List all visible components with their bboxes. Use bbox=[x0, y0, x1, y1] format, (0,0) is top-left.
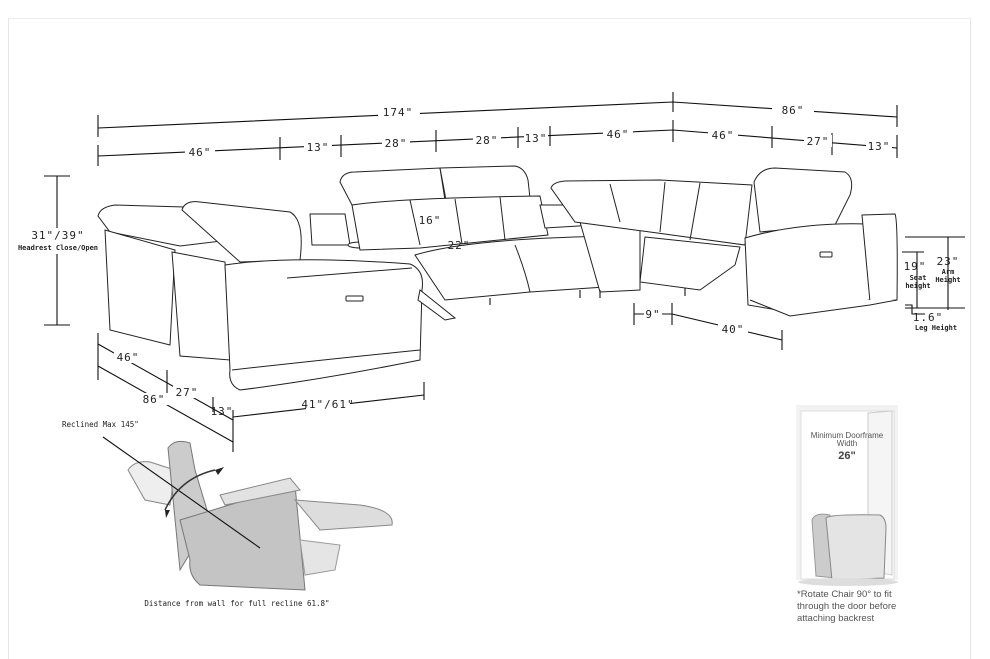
sectional-sofa-drawing bbox=[97, 165, 898, 391]
dim-leg-height: 1.6" bbox=[913, 311, 944, 324]
doorframe-caption: attaching backrest bbox=[797, 613, 874, 624]
dim-headrest: 31"/39" bbox=[31, 229, 84, 242]
dim-overall-174: 174" bbox=[383, 106, 414, 119]
dim-segment: 28" bbox=[476, 134, 499, 147]
arm-height-label: Height bbox=[935, 276, 960, 284]
recline-distance-label: Distance from wall for full recline 61.8… bbox=[144, 599, 329, 608]
dim-gap: 9" bbox=[645, 308, 660, 321]
dim-segment: 13" bbox=[525, 132, 548, 145]
image-frame bbox=[8, 18, 971, 659]
dim-depth: 40" bbox=[722, 323, 745, 336]
doorframe-illustration bbox=[796, 405, 898, 586]
dim-segment: 46" bbox=[607, 128, 630, 141]
dim-left: 27" bbox=[176, 386, 199, 399]
seat-height-label: Seat bbox=[910, 274, 927, 282]
doorframe-title: Width bbox=[837, 439, 857, 448]
dim-segment: 13" bbox=[868, 140, 891, 153]
arm-height-label: Arm bbox=[942, 268, 955, 276]
sectional-dimension-diagram: 174" 86" 46" 13" 28" 28" 13" 46" 46" 27"… bbox=[18, 92, 965, 624]
recline-max-label: Reclined Max 145" bbox=[62, 420, 139, 429]
doorframe-caption: *Rotate Chair 90° to fit bbox=[797, 589, 892, 600]
dim-segment: 28" bbox=[385, 137, 408, 150]
dim-seat-width: 22" bbox=[448, 239, 471, 252]
dim-back-height: 16" bbox=[419, 214, 442, 227]
dim-left: 86" bbox=[143, 393, 166, 406]
dim-seat-height: 19" bbox=[904, 260, 927, 273]
leg-height-label: Leg Height bbox=[915, 324, 957, 332]
dim-arm-height: 23" bbox=[937, 255, 960, 268]
dim-segment: 46" bbox=[712, 129, 735, 142]
doorframe-width: 26" bbox=[838, 450, 855, 462]
doorframe-title: Minimum Doorframe bbox=[811, 431, 884, 440]
dim-segment: 13" bbox=[307, 141, 330, 154]
doorframe-caption: through the door before bbox=[797, 601, 896, 612]
top-dimension-lines bbox=[44, 92, 898, 326]
dim-recline-depth: 41"/61" bbox=[301, 398, 354, 411]
seat-height-label: height bbox=[905, 282, 930, 290]
dim-left: 13" bbox=[211, 405, 234, 418]
dim-segment: 46" bbox=[189, 146, 212, 159]
dim-left: 46" bbox=[117, 351, 140, 364]
dim-segment: 27" bbox=[807, 135, 830, 148]
headrest-label: Headrest Close/Open bbox=[18, 244, 98, 252]
dim-overall-86: 86" bbox=[782, 104, 805, 117]
recliner-illustration bbox=[102, 436, 393, 591]
